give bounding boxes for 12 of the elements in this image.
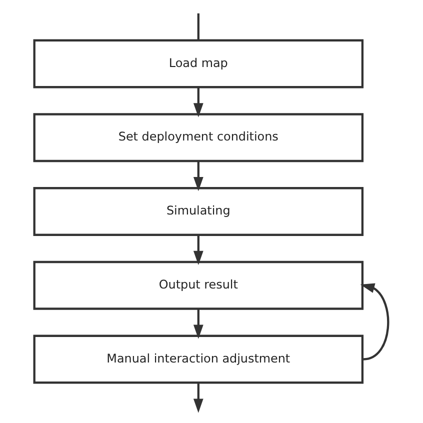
- arrow: [193, 87, 204, 118]
- node-box: Set deployment conditions: [33, 113, 364, 162]
- arrow: [193, 161, 204, 192]
- arrow: [360, 283, 390, 360]
- arrow: [193, 234, 204, 266]
- node-box: Load map: [33, 39, 364, 88]
- node-box: Simulating: [33, 187, 364, 236]
- arrow: [193, 382, 204, 413]
- arrow: [193, 308, 204, 339]
- node-box: Output result: [33, 260, 364, 310]
- connector: [197, 13, 200, 40]
- node-box: Manual interaction adjustment: [33, 334, 364, 384]
